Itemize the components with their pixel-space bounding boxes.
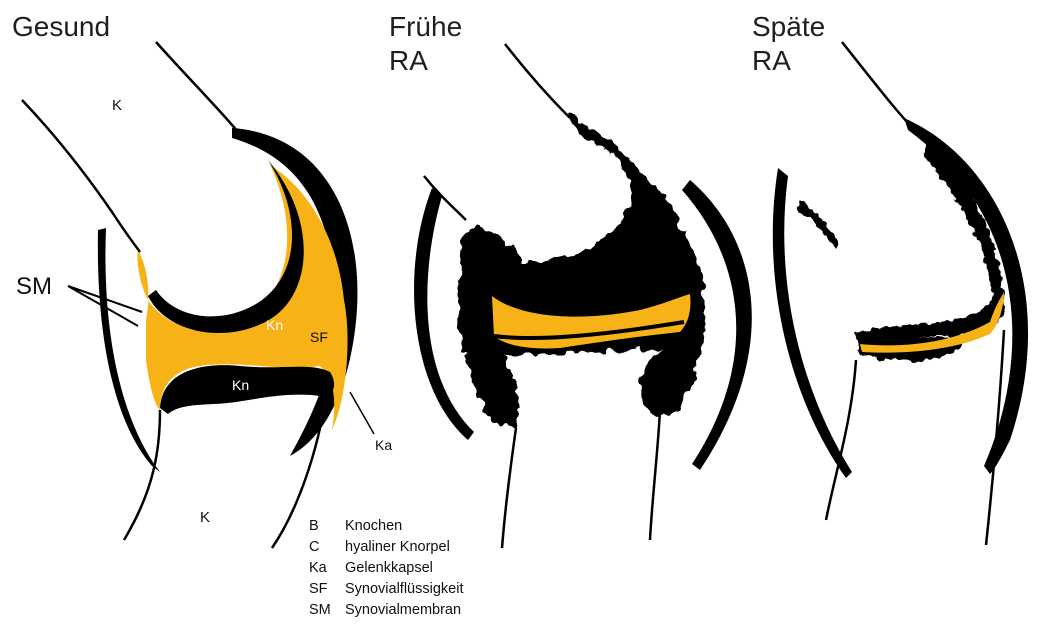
legend-code: SM [309, 600, 345, 621]
label-synovial-membrane: SM [16, 273, 52, 300]
legend-code: Ka [309, 558, 345, 579]
label-cartilage-bottom: Kn [232, 377, 249, 393]
ka-pointer-line [350, 392, 374, 434]
legend-row-cartilage: C hyaliner Knorpel [309, 537, 463, 558]
legend: B Knochen C hyaliner Knorpel Ka Gelenkka… [309, 516, 463, 621]
legend-text: hyaliner Knorpel [345, 537, 450, 558]
legend-text: Gelenkkapsel [345, 558, 433, 579]
panel-late-ra [773, 42, 1028, 545]
bone-upper-outline [22, 42, 238, 252]
label-cartilage-top: Kn [266, 317, 283, 333]
bone-lower-outline [502, 410, 660, 548]
bone-lower-outline [124, 396, 326, 548]
pannus-left [796, 200, 840, 250]
legend-row-bone: B Knochen [309, 516, 463, 537]
legend-text: Synovialflüssigkeit [345, 579, 463, 600]
legend-text: Knochen [345, 516, 402, 537]
panel-early-ra [414, 44, 752, 548]
legend-code: SF [309, 579, 345, 600]
legend-code: B [309, 516, 345, 537]
legend-code: C [309, 537, 345, 558]
pannus [852, 140, 1004, 343]
label-synovial-fluid: SF [310, 329, 328, 345]
panel-healthy: K K Kn Kn SF Ka SM [16, 42, 392, 548]
legend-row-capsule: Ka Gelenkkapsel [309, 558, 463, 579]
bone-lower-outline [826, 330, 1004, 545]
bone-upper-outline [424, 44, 570, 220]
pannus [458, 116, 706, 428]
label-capsule: Ka [375, 437, 392, 453]
bone-upper-outline [842, 42, 924, 140]
joint-capsule-right [904, 118, 1028, 474]
legend-row-synovial-membrane: SM Synovialmembran [309, 600, 463, 621]
label-bone-top: K [112, 97, 122, 114]
legend-row-synovial-fluid: SF Synovialflüssigkeit [309, 579, 463, 600]
legend-text: Synovialmembran [345, 600, 461, 621]
label-bone-bottom: K [200, 509, 210, 526]
